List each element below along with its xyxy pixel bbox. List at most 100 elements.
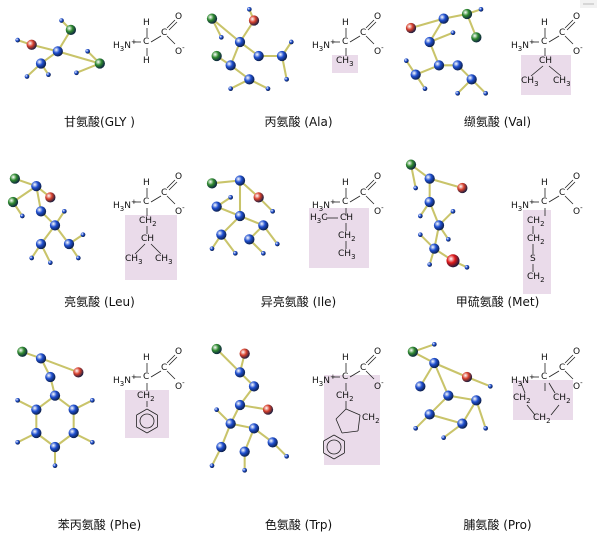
alpha-hydrogen: H [541, 18, 548, 28]
alpha-carbon: C [143, 197, 150, 207]
atom-ball-hydrogen [242, 468, 247, 473]
carbonyl-oxygen: O [573, 347, 581, 357]
benzene-ring-bond [146, 426, 158, 434]
indole-ring-bond [333, 452, 345, 460]
atom-ball-nitrogen [405, 159, 417, 170]
bond-line [550, 404, 560, 416]
alpha-hydrogen: H [342, 18, 349, 28]
ring-ch2-left: CH2 [513, 393, 531, 405]
atom-ball-hydrogen [214, 407, 219, 412]
atom-ball-hydrogen [418, 232, 423, 237]
alpha-carbon: C [541, 37, 548, 47]
bond-line [365, 19, 375, 29]
atom-ball-hydrogen [46, 72, 51, 77]
bond-stick [410, 17, 444, 29]
bond-line [166, 354, 176, 364]
side-chain-ch2-1: CH2 [527, 216, 545, 228]
formula-bonds [133, 179, 178, 255]
indole-ring-bond [345, 408, 361, 416]
atom-ball-carbon [216, 229, 227, 240]
bond-line [166, 179, 176, 189]
side-chain-highlight [521, 55, 571, 95]
atom-ball-carbon [253, 50, 264, 62]
carboxyl-carbon: C [559, 28, 566, 38]
molecule-model-phe [15, 346, 95, 468]
atom-ball-oxygen [457, 182, 468, 194]
atom-ball-carbon [45, 371, 56, 383]
atom-ball-hydrogen [76, 255, 81, 261]
carboxyl-carbon: C [559, 363, 566, 373]
atom-ball-hydrogen [209, 463, 215, 468]
formula-bonds [133, 354, 178, 434]
atom-ball-hydrogen [80, 232, 86, 237]
atom-ball-carbon [234, 175, 246, 186]
aromatic-ring-icon [139, 413, 155, 429]
alpha-carbon: C [541, 197, 548, 207]
side-chain-ch: CH [340, 213, 354, 223]
indole-ring-bond [323, 434, 335, 442]
alpha-carbon: C [342, 197, 349, 207]
caption-pro: 脯氨酸 (Pro) [463, 518, 532, 532]
side-chain-ch2-2: CH2 [527, 234, 545, 246]
bond-line [564, 35, 574, 45]
atom-ball-hydrogen [432, 342, 437, 347]
formula-bonds [531, 179, 576, 272]
atom-ball-oxygen [45, 192, 56, 203]
atom-ball-carbon [35, 353, 47, 364]
carbonyl-oxygen: O [573, 172, 581, 182]
atom-ball-carbon [52, 46, 63, 57]
caption-trp: 色氨酸 (Trp) [264, 518, 333, 532]
formula-bonds [323, 354, 377, 460]
benzene-ring-bond [146, 408, 158, 416]
atom-ball-hydrogen [275, 241, 280, 247]
bond-stick [211, 17, 241, 43]
atom-ball-nitrogen [471, 32, 482, 43]
carboxyl-carbon: C [360, 28, 367, 38]
atom-ball-hydrogen [15, 398, 20, 403]
bond-line [150, 195, 162, 203]
atom-ball-carbon [457, 418, 468, 429]
atom-ball-carbon [68, 404, 79, 415]
carboxylate-oxygen: O- [175, 379, 185, 392]
side-chain-highlight [324, 375, 380, 465]
atom-ball-hydrogen [20, 213, 25, 219]
side-chain-ch2: CH2 [137, 391, 155, 403]
benzene-ring-bond [136, 408, 148, 416]
atom-ball-carbon [49, 220, 61, 231]
side-chain-highlight [513, 380, 573, 420]
atom-ball-carbon [248, 381, 260, 392]
indole-ring-bond [341, 430, 359, 434]
atom-ball-nitrogen [461, 8, 473, 20]
atom-ball-oxygen [262, 404, 274, 415]
side-chain-ch: CH [141, 234, 155, 244]
atom-ball-hydrogen [228, 195, 233, 200]
bond-line [150, 243, 162, 255]
side-chain-highlight [332, 55, 358, 73]
side-chain-methyl: CH3 [336, 56, 354, 68]
side-chain-highlight [309, 208, 369, 268]
bond-line [166, 195, 176, 205]
bond-line [564, 19, 574, 29]
atom-ball-hydrogen [483, 91, 488, 96]
atom-ball-hydrogen [284, 77, 289, 82]
atom-ball-carbon [225, 418, 236, 429]
atom-ball-hydrogen [74, 70, 79, 76]
caption-leu: 亮氨酸 (Leu) [64, 295, 135, 309]
carboxylate-oxygen: O- [175, 44, 185, 57]
molecule-model-pro [407, 342, 493, 440]
caption-met: 甲硫氨酸 (Met) [455, 295, 540, 309]
atom-ball-nitrogen [9, 173, 20, 184]
bond-line [548, 370, 560, 378]
atom-ball-hydrogen [265, 86, 271, 91]
atom-ball-hydrogen [284, 454, 289, 459]
carboxylate-oxygen: O- [374, 44, 384, 57]
